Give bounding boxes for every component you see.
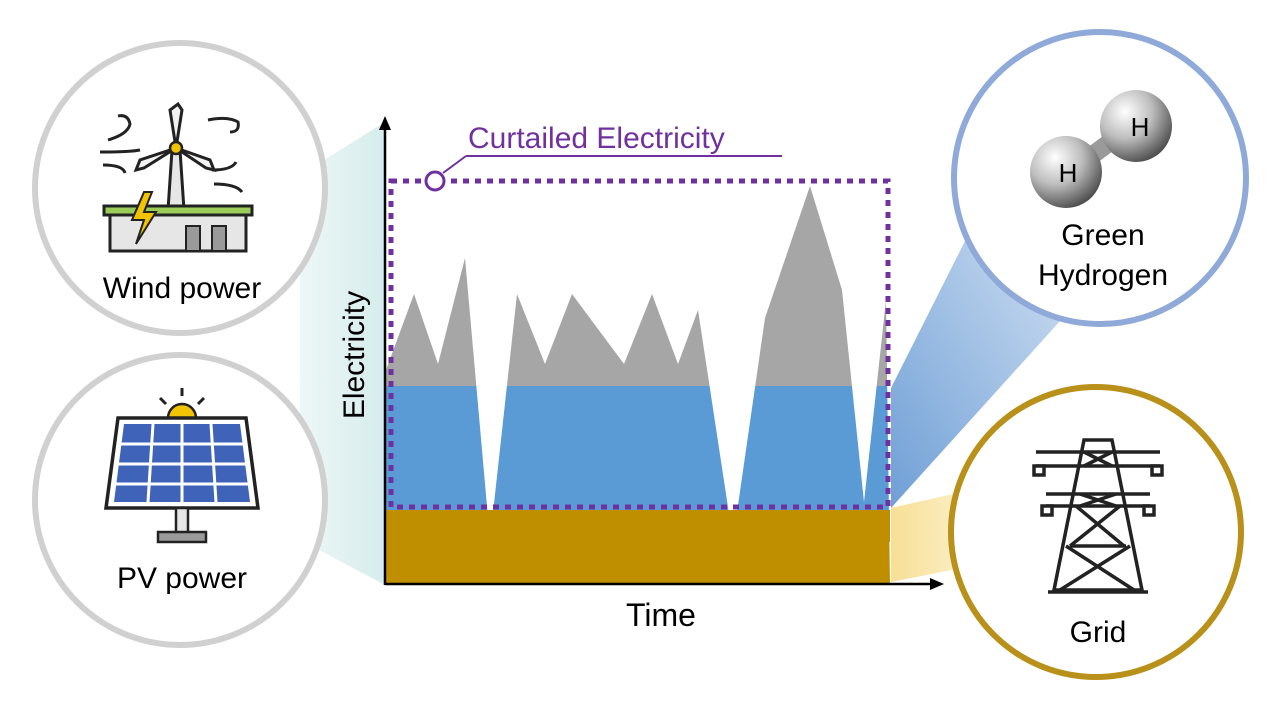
grid-circle (948, 384, 1244, 680)
valley-gap-1 (480, 510, 500, 540)
curtailed-label: Curtailed Electricity (468, 122, 725, 155)
x-axis-arrow (930, 578, 944, 590)
atom-label-left: H (1059, 158, 1078, 188)
valley-gap-2 (722, 510, 744, 540)
hydrogen-atom-left (1030, 136, 1102, 208)
wind-power-label: Wind power (103, 272, 261, 305)
y-axis-arrow (379, 116, 391, 130)
hydrogen-molecule-icon: H H (1030, 90, 1172, 208)
grid-label: Grid (1070, 616, 1127, 649)
curtailed-marker (424, 170, 446, 192)
power-tower-icon (1032, 438, 1164, 594)
green-hydrogen-label-line1: Green (1061, 219, 1144, 252)
electricity-chart: Curtailed Electricity Time Electricity (338, 116, 944, 633)
hydrogen-atom-right (1100, 90, 1172, 162)
hydrogen-area (386, 386, 889, 510)
green-hydrogen-output: H H Green Hydrogen (951, 29, 1249, 327)
grid-beam (891, 492, 962, 582)
curtailed-box (388, 178, 891, 510)
wind-turbine-icon (99, 101, 254, 253)
pv-power-label: PV power (117, 562, 247, 595)
wind-power-source: Wind power (32, 40, 328, 336)
y-axis-label: Electricity (338, 291, 371, 419)
grid-output: Grid (948, 384, 1244, 680)
curtailed-leader-line (442, 155, 467, 174)
curtailed-area (386, 186, 888, 386)
atom-label-right: H (1131, 112, 1150, 142)
solar-panel-icon (104, 388, 260, 544)
x-axis-label: Time (626, 597, 696, 633)
green-hydrogen-label-line2: Hydrogen (1038, 259, 1168, 292)
grid-area-base (386, 510, 890, 542)
pv-power-source: PV power (32, 352, 328, 648)
